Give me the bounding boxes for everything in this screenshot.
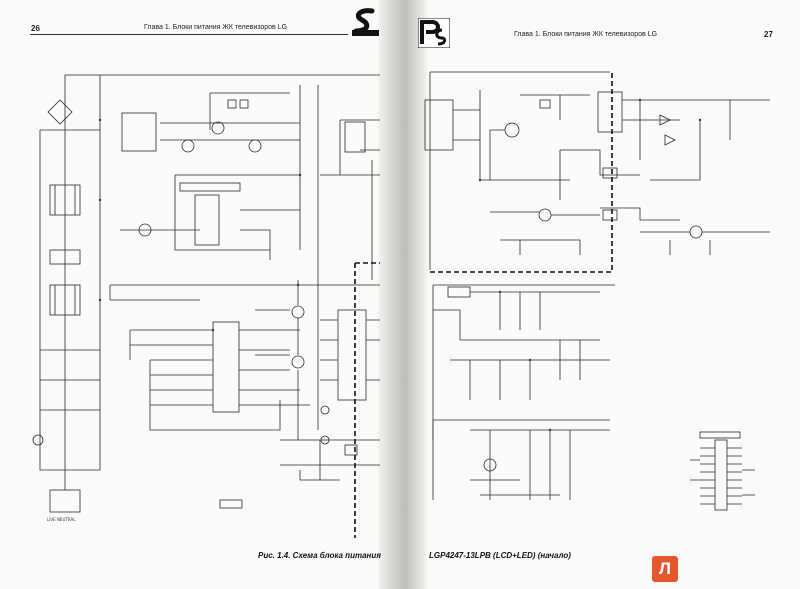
- right-page: Глава 1. Блоки питания ЖК телевизоров LG…: [414, 0, 800, 589]
- book-gutter: [378, 0, 428, 589]
- solon-logo-mark: [352, 8, 379, 36]
- right-page-number: 27: [764, 30, 773, 39]
- left-running-head: Глава 1. Блоки питания ЖК телевизоров LG: [144, 24, 288, 31]
- left-page-number: 26: [31, 24, 40, 33]
- left-page: 26 Глава 1. Блоки питания ЖК телевизоров…: [0, 0, 386, 589]
- remont-servis-logo: [417, 17, 451, 49]
- remont-servis-logo-mark: [417, 17, 451, 49]
- corner-badge: Л: [652, 556, 678, 582]
- solon-logo: [350, 7, 380, 37]
- right-figure-caption: LGP4247-13LPB (LCD+LED) (начало): [429, 551, 571, 560]
- right-running-head: Глава 1. Блоки питания ЖК телевизоров LG: [514, 31, 658, 38]
- left-figure-caption: Рис. 1.4. Схема блока питания: [258, 551, 381, 560]
- live-neutral-label: LIVE NEUTRAL: [47, 517, 76, 522]
- left-header-rule: [30, 34, 348, 35]
